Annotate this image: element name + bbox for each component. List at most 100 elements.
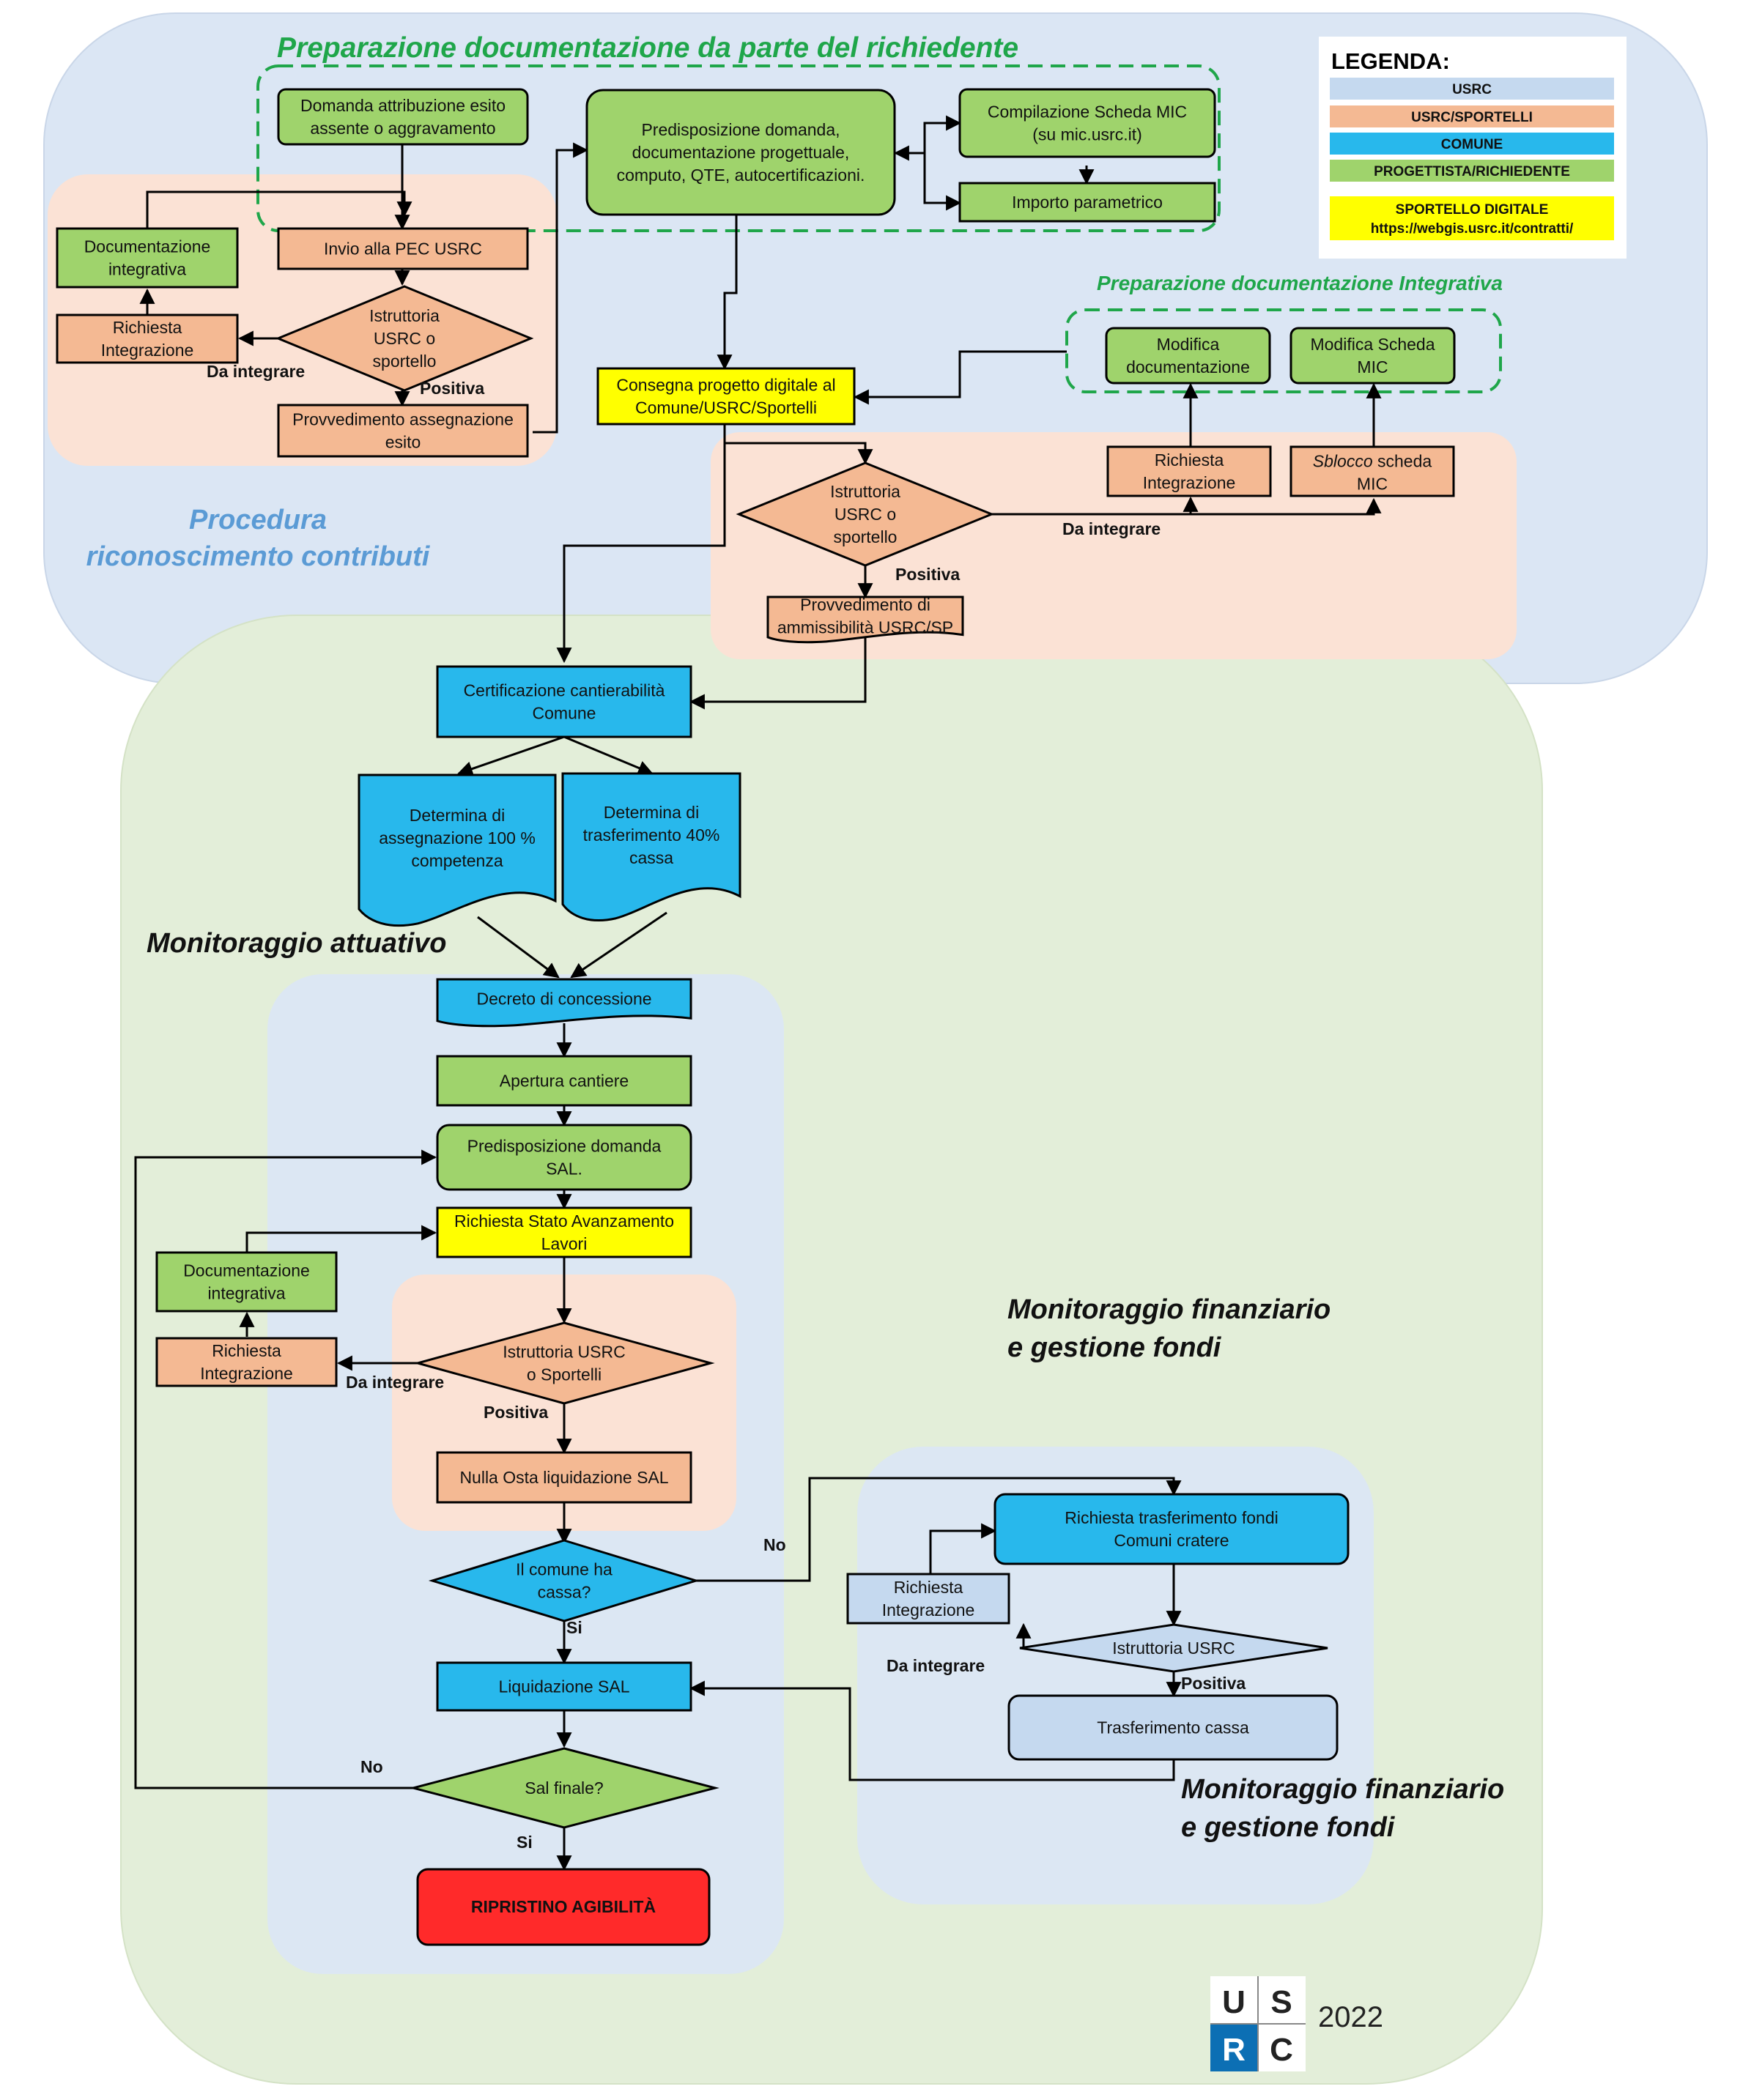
node-shape: [736, 461, 995, 567]
title-procedura-line2: riconoscimento contributi: [86, 541, 431, 572]
node-predisposizione: Predisposizione domanda,documentazione p…: [585, 89, 896, 216]
node-text: Provvedimento assegnazione: [292, 410, 514, 429]
node-text: Lavori: [541, 1234, 588, 1253]
title-monitoraggio-attuativo: Monitoraggio attuativo: [147, 928, 447, 959]
node-scheda-mic: Compilazione Scheda MIC(su mic.usrc.it): [958, 88, 1216, 158]
legend-swatch-comune: [1330, 133, 1614, 155]
node-text: Richiesta: [212, 1341, 281, 1360]
node-text: Modifica: [1157, 335, 1220, 354]
node-text: Comune: [533, 704, 596, 723]
node-text: USRC o: [835, 505, 896, 524]
legend-title: LEGENDA:: [1331, 48, 1450, 74]
node-text: Integrazione: [1143, 473, 1236, 492]
node-text: Richiesta: [894, 1578, 963, 1597]
node-text: Integrazione: [101, 341, 194, 360]
node-text: cassa?: [538, 1583, 591, 1602]
node-shape: [993, 1493, 1350, 1565]
node-shape: [766, 596, 964, 644]
label-no-cassa: No: [763, 1535, 786, 1554]
node-text: Consegna progetto digitale al: [616, 376, 835, 395]
node-text: integrativa: [207, 1284, 285, 1303]
title-finanziario-low-2: e gestione fondi: [1181, 1812, 1396, 1843]
node-apertura: Apertura cantiere: [436, 1055, 692, 1107]
node-text: o Sportelli: [527, 1365, 602, 1384]
title-prep-integrativa: Preparazione documentazione Integrativa: [1097, 272, 1503, 294]
node-shape: [1289, 327, 1456, 385]
node-text: (su mic.usrc.it): [1032, 125, 1142, 144]
node-text: MIC: [1357, 475, 1388, 494]
label-da-integrare-3: Da integrare: [346, 1373, 444, 1392]
node-shape: [1019, 1623, 1328, 1673]
label-si-cassa: Si: [566, 1618, 582, 1637]
legend-label-usrc: USRC: [1452, 82, 1492, 97]
node-text: Determina di: [410, 806, 505, 825]
node-text-italic: Sblocco: [1313, 452, 1373, 471]
node-text: USRC o: [374, 329, 435, 348]
node-text: Provvedimento di: [800, 595, 930, 614]
logo-year: 2022: [1318, 2001, 1383, 2033]
node-istruttoria-4: Istruttoria USRC: [1019, 1623, 1328, 1673]
node-text: trasferimento 40%: [583, 825, 720, 845]
node-shape: [409, 1747, 719, 1829]
node-text: assente o aggravamento: [310, 119, 495, 138]
node-shape: [56, 313, 239, 364]
node-text: Richiesta trasferimento fondi: [1065, 1508, 1278, 1527]
node-text: MIC: [1357, 357, 1388, 376]
node-shape: [436, 1451, 692, 1504]
node-text: documentazione progettuale,: [632, 143, 850, 162]
node-text: Apertura cantiere: [500, 1072, 629, 1091]
node-text: Comuni cratere: [1114, 1531, 1229, 1550]
label-positiva-2: Positiva: [895, 565, 960, 584]
node-shape: [358, 773, 557, 927]
title-finanziario-mid-1: Monitoraggio finanziario: [1007, 1294, 1331, 1325]
node-shape: [436, 978, 692, 1028]
legend-swatch-sportelli: [1330, 105, 1614, 127]
node-text: Integrazione: [882, 1600, 975, 1619]
node-text: sportello: [834, 527, 898, 546]
node-provv-ammiss: Provvedimento di ammissibilità USRC/SP: [766, 595, 964, 644]
legend-swatch-progettista: [1330, 160, 1614, 182]
label-positiva-3: Positiva: [484, 1403, 548, 1422]
node-shape: [436, 1124, 692, 1191]
node-text: Documentazione: [84, 237, 211, 256]
node-importo: Importo parametrico: [958, 182, 1216, 223]
node-istruttoria-3: Istruttoria USRC o Sportelli: [413, 1321, 715, 1405]
node-text: cassa: [629, 848, 673, 867]
node-nulla-osta: Nulla Osta liquidazione SAL: [436, 1451, 692, 1504]
node-text: Istruttoria: [830, 482, 900, 501]
node-text: Liquidazione SAL: [498, 1677, 629, 1696]
node-text: Istruttoria USRC: [503, 1343, 625, 1362]
node-shape: [585, 89, 896, 216]
usrc-logo: U S R C 2022: [1210, 1976, 1383, 2071]
node-text: Comune/USRC/Sportelli: [635, 398, 817, 418]
node-shape: [1289, 445, 1455, 497]
group-prep-richiedente: [256, 64, 1221, 232]
label-positiva-1: Positiva: [420, 379, 484, 398]
node-text: Domanda attribuzione esito: [300, 96, 506, 115]
legend: LEGENDA: USRC USRC/SPORTELLI COMUNE PROG…: [1319, 37, 1627, 259]
node-shape: [958, 182, 1216, 223]
node-shape: [436, 1661, 692, 1712]
legend-label-progettista: PROGETTISTA/RICHIEDENTE: [1374, 164, 1570, 179]
node-text: ammissibilità USRC/SP: [777, 617, 953, 637]
node-text: Predisposizione domanda: [467, 1137, 662, 1156]
legend-swatch-sportello-digitale: [1330, 196, 1614, 240]
legend-label-comune: COMUNE: [1441, 137, 1503, 152]
node-text: Richiesta: [1155, 450, 1224, 470]
node-ripristino: RIPRISTINO AGIBILITÀ: [416, 1868, 711, 1946]
node-text: Modifica Scheda: [1310, 335, 1435, 354]
node-trasf-cassa: Trasferimento cassa: [1007, 1694, 1339, 1761]
node-text: Invio alla PEC USRC: [324, 240, 482, 259]
node-shape: [277, 88, 529, 146]
